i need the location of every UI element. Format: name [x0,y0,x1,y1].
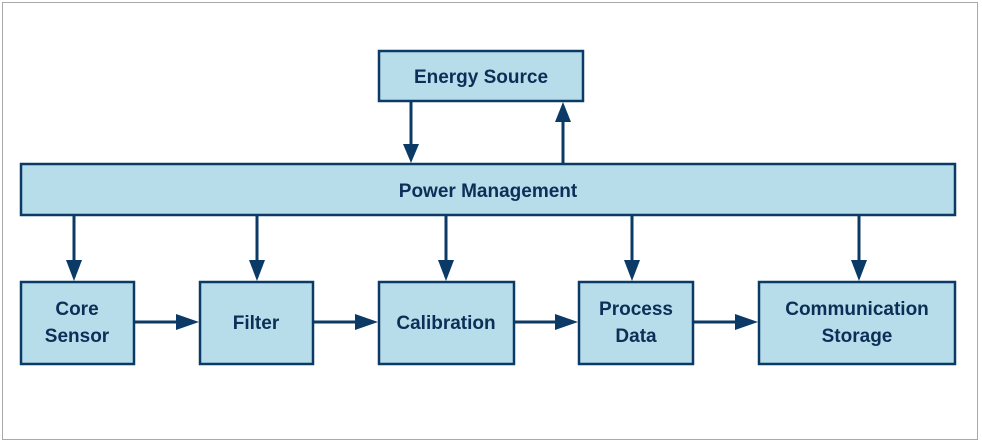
arrow-power-to-energy [555,102,571,163]
arrow-power-to-filter [249,216,265,281]
arrow-power-to-calibration [438,216,454,281]
energy-source-box: Energy Source [377,49,585,103]
process-data-label-line2: Data [615,326,657,347]
filter-box: Filter [198,280,315,366]
communication-storage-label-line1: Communication [785,299,929,320]
communication-storage-box: Communication Storage [757,280,957,366]
core-sensor-label-line1: Core [55,299,98,320]
process-data-label-line1: Process [599,299,673,320]
core-sensor-label-line2: Sensor [45,326,110,347]
calibration-box: Calibration [377,280,516,366]
core-sensor-box: Core Sensor [19,280,136,366]
communication-storage-label-line2: Storage [822,326,893,347]
calibration-label: Calibration [396,313,495,334]
arrow-power-to-core-sensor [66,216,82,281]
energy-source-label: Energy Source [414,67,548,88]
arrow-core-sensor-to-filter [134,314,199,330]
process-data-box: Process Data [577,280,695,366]
power-management-label: Power Management [399,181,578,202]
arrow-process-data-to-communication-storage [693,314,758,330]
power-management-box: Power Management [19,162,957,217]
filter-label: Filter [233,313,280,334]
arrow-calibration-to-process-data [514,314,578,330]
arrow-energy-to-power [403,102,419,163]
arrow-power-to-communication-storage [851,216,867,281]
arrow-power-to-process-data [624,216,640,281]
arrow-filter-to-calibration [313,314,378,330]
